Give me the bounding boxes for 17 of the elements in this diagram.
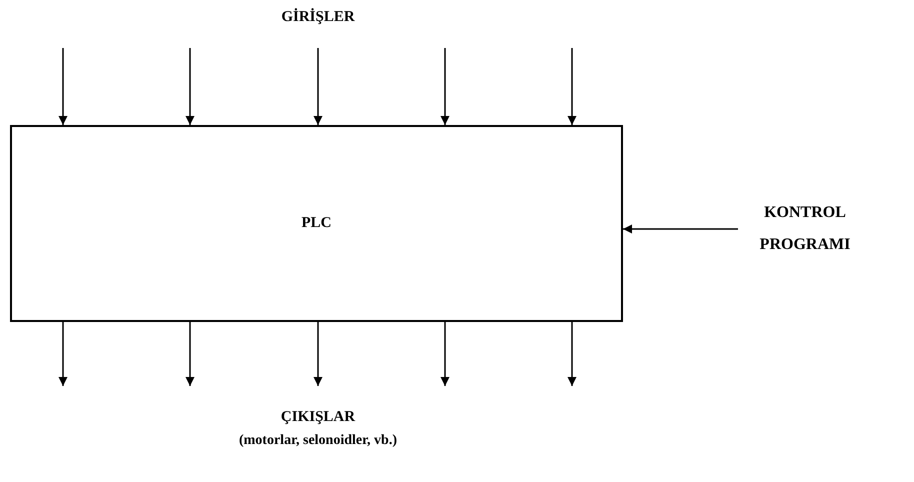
arrow <box>314 48 322 125</box>
arrow <box>568 322 576 386</box>
text-label: (motorlar, selonoidler, vb.) <box>238 432 398 450</box>
plc-box <box>10 125 623 322</box>
arrow <box>58 48 68 125</box>
arrow <box>440 322 450 386</box>
arrow <box>568 48 576 125</box>
arrow <box>314 322 322 386</box>
arrow <box>186 322 194 386</box>
arrow <box>186 48 194 125</box>
text-label: GİRİŞLER <box>280 7 356 27</box>
box-label: PLC <box>302 214 332 234</box>
arrow <box>623 224 738 234</box>
arrow <box>58 322 68 386</box>
arrow <box>440 48 450 125</box>
text-label: ÇIKIŞLAR <box>280 408 356 427</box>
node-label: KONTROL PROGRAMI <box>758 203 852 255</box>
